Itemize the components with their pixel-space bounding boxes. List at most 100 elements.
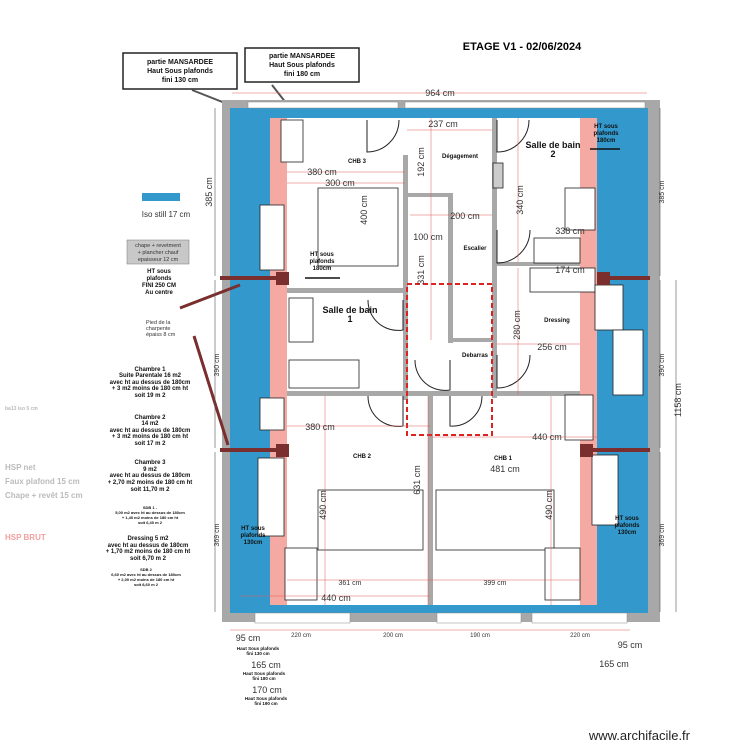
svg-text:6,60 m2 avec ht au dessus de 1: 6,60 m2 avec ht au dessus de 180cm <box>111 572 181 577</box>
outer-dimension-lines <box>214 108 677 612</box>
svg-text:180cm: 180cm <box>597 138 616 144</box>
svg-text:165 cm: 165 cm <box>251 660 281 670</box>
pied-charpente-legend: Pied de la charpente épaiss 8 cm <box>146 320 176 338</box>
svg-text:631 cm: 631 cm <box>412 465 422 495</box>
svg-text:plafonds: plafonds <box>147 276 173 282</box>
watermark: www.archifacile.fr <box>588 728 691 743</box>
bottom-notes: Haut Sous plafonds fini 130 cm Haut Sous… <box>237 646 288 706</box>
svg-text:190 cm: 190 cm <box>470 633 490 639</box>
svg-text:ba13 iso 5 cm: ba13 iso 5 cm <box>5 406 38 412</box>
svg-text:361 cm: 361 cm <box>339 580 362 587</box>
svg-text:+ 2,70 m2 moins de 180 cm ht: + 2,70 m2 moins de 180 cm ht <box>108 480 193 486</box>
svg-text:130cm: 130cm <box>244 540 263 546</box>
svg-text:HT sous: HT sous <box>310 252 334 258</box>
svg-text:Haut Sous plafonds: Haut Sous plafonds <box>269 62 335 69</box>
svg-text:165 cm: 165 cm <box>599 659 629 669</box>
svg-text:220 cm: 220 cm <box>570 633 590 639</box>
svg-text:192 cm: 192 cm <box>416 147 426 177</box>
svg-text:Pied de la: Pied de la <box>146 320 171 326</box>
room-sdb2: Salle de bain <box>525 140 580 150</box>
svg-text:plafonds: plafonds <box>594 131 620 137</box>
svg-text:Faux plafond 15 cm: Faux plafond 15 cm <box>5 477 80 486</box>
svg-text:Chape + revêt 15 cm: Chape + revêt 15 cm <box>5 491 83 500</box>
svg-text:fini 190 cm: fini 190 cm <box>254 701 277 706</box>
room-debarras: Debarras <box>462 353 489 359</box>
svg-text:avec ht au dessus de 180cm: avec ht au dessus de 180cm <box>108 543 189 549</box>
room-chb2: CHB 2 <box>353 454 372 460</box>
svg-text:Au centre: Au centre <box>145 290 173 296</box>
room-labels: CHB 3 Dégagement Salle de bain 2 Escalie… <box>322 140 580 462</box>
svg-text:390 cm: 390 cm <box>214 353 221 376</box>
svg-text:481 cm: 481 cm <box>490 464 520 474</box>
room-chb3: CHB 3 <box>348 159 367 165</box>
charpente-posts <box>220 272 650 457</box>
svg-text:FINI 250 CM: FINI 250 CM <box>142 283 176 289</box>
svg-text:174 cm: 174 cm <box>555 265 585 275</box>
svg-text:Haut Sous plafonds: Haut Sous plafonds <box>237 646 280 651</box>
svg-text:200 cm: 200 cm <box>450 211 480 221</box>
svg-text:490 cm: 490 cm <box>318 490 328 520</box>
svg-text:HT sous: HT sous <box>241 526 265 532</box>
room-chb1: CHB 1 <box>494 456 513 462</box>
ht-labels: HT sous plafonds 180cm HT sous plafonds … <box>241 124 641 546</box>
svg-text:fini 180 cm: fini 180 cm <box>252 676 275 681</box>
svg-text:avec ht au dessus de 180cm: avec ht au dessus de 180cm <box>110 428 191 434</box>
svg-text:Dressing 5 m2: Dressing 5 m2 <box>127 536 169 542</box>
svg-text:HT sous: HT sous <box>594 124 618 130</box>
svg-text:237 cm: 237 cm <box>428 119 458 129</box>
svg-text:256 cm: 256 cm <box>537 342 567 352</box>
svg-text:440 cm: 440 cm <box>532 432 562 442</box>
svg-text:400 cm: 400 cm <box>359 195 369 225</box>
svg-text:épaiss 8 cm: épaiss 8 cm <box>146 332 176 338</box>
ghost-labels: ba13 iso 5 cm HSP net Faux plafond 15 cm… <box>5 406 83 542</box>
svg-text:1: 1 <box>347 314 352 324</box>
callout-mansarde-130: partie MANSARDEE Haut Sous plafonds fini… <box>122 52 269 121</box>
room-escalier: Escalier <box>463 246 487 252</box>
svg-text:+ 2,00 m2 moins de 180 cm ht: + 2,00 m2 moins de 180 cm ht <box>118 577 175 582</box>
svg-text:331 cm: 331 cm <box>416 255 426 285</box>
svg-text:epaisseur 12 cm: epaisseur 12 cm <box>138 257 179 263</box>
svg-text:Haut Sous plafonds: Haut Sous plafonds <box>245 696 288 701</box>
svg-text:soit 6,70 m 2: soit 6,70 m 2 <box>130 556 167 562</box>
svg-text:399 cm: 399 cm <box>484 580 507 587</box>
svg-text:380 cm: 380 cm <box>305 422 335 432</box>
svg-text:soit 17 m 2: soit 17 m 2 <box>134 441 166 447</box>
svg-text:369 cm: 369 cm <box>214 523 221 546</box>
windows <box>247 101 646 624</box>
svg-text:soit 11,70 m 2: soit 11,70 m 2 <box>130 487 170 493</box>
svg-text:avec ht au dessus de 180cm: avec ht au dessus de 180cm <box>110 473 191 479</box>
svg-text:+ plancher chauf: + plancher chauf <box>138 250 179 256</box>
svg-text:220 cm: 220 cm <box>291 633 311 639</box>
arrows <box>305 148 620 279</box>
svg-text:HSP BRUT: HSP BRUT <box>5 533 46 542</box>
svg-text:soit 8,60 m 2: soit 8,60 m 2 <box>134 582 159 587</box>
svg-text:avec ht au dessus de 180cm: avec ht au dessus de 180cm <box>110 380 191 386</box>
svg-text:338 cm: 338 cm <box>555 226 585 236</box>
svg-text:chape + revetment: chape + revetment <box>135 243 181 249</box>
svg-text:180cm: 180cm <box>313 266 332 272</box>
svg-text:14 m2: 14 m2 <box>141 421 159 427</box>
svg-text:490 cm: 490 cm <box>544 490 554 520</box>
svg-text:partie MANSARDEE: partie MANSARDEE <box>147 59 213 66</box>
svg-text:HT sous: HT sous <box>615 516 639 522</box>
svg-text:plafonds: plafonds <box>310 259 336 265</box>
svg-text:200 cm: 200 cm <box>383 633 403 639</box>
iso-label: Iso still 17 cm <box>142 210 191 219</box>
svg-text:+ 1,40 m2 moins de 180 cm ht: + 1,40 m2 moins de 180 cm ht <box>122 515 179 520</box>
svg-text:280 cm: 280 cm <box>512 310 522 340</box>
plan-title: ETAGE V1 - 02/06/2024 <box>463 41 582 53</box>
svg-text:Haut Sous plafonds: Haut Sous plafonds <box>243 671 286 676</box>
svg-text:HSP net: HSP net <box>5 463 36 472</box>
svg-text:300 cm: 300 cm <box>325 178 355 188</box>
svg-text:Chambre 3: Chambre 3 <box>134 460 166 466</box>
room-degagement: Dégagement <box>442 154 478 160</box>
svg-text:partie MANSARDEE: partie MANSARDEE <box>269 53 335 60</box>
interior-walls <box>287 118 580 605</box>
svg-text:369 cm: 369 cm <box>659 523 666 546</box>
svg-text:95 cm: 95 cm <box>618 640 643 650</box>
svg-text:170 cm: 170 cm <box>252 685 282 695</box>
svg-text:964 cm: 964 cm <box>425 88 455 98</box>
svg-text:plafonds: plafonds <box>241 533 267 539</box>
svg-text:+ 1,70 m2 moins de 180 cm ht: + 1,70 m2 moins de 180 cm ht <box>106 549 191 555</box>
svg-text:SDB 1 -: SDB 1 - <box>143 505 158 510</box>
